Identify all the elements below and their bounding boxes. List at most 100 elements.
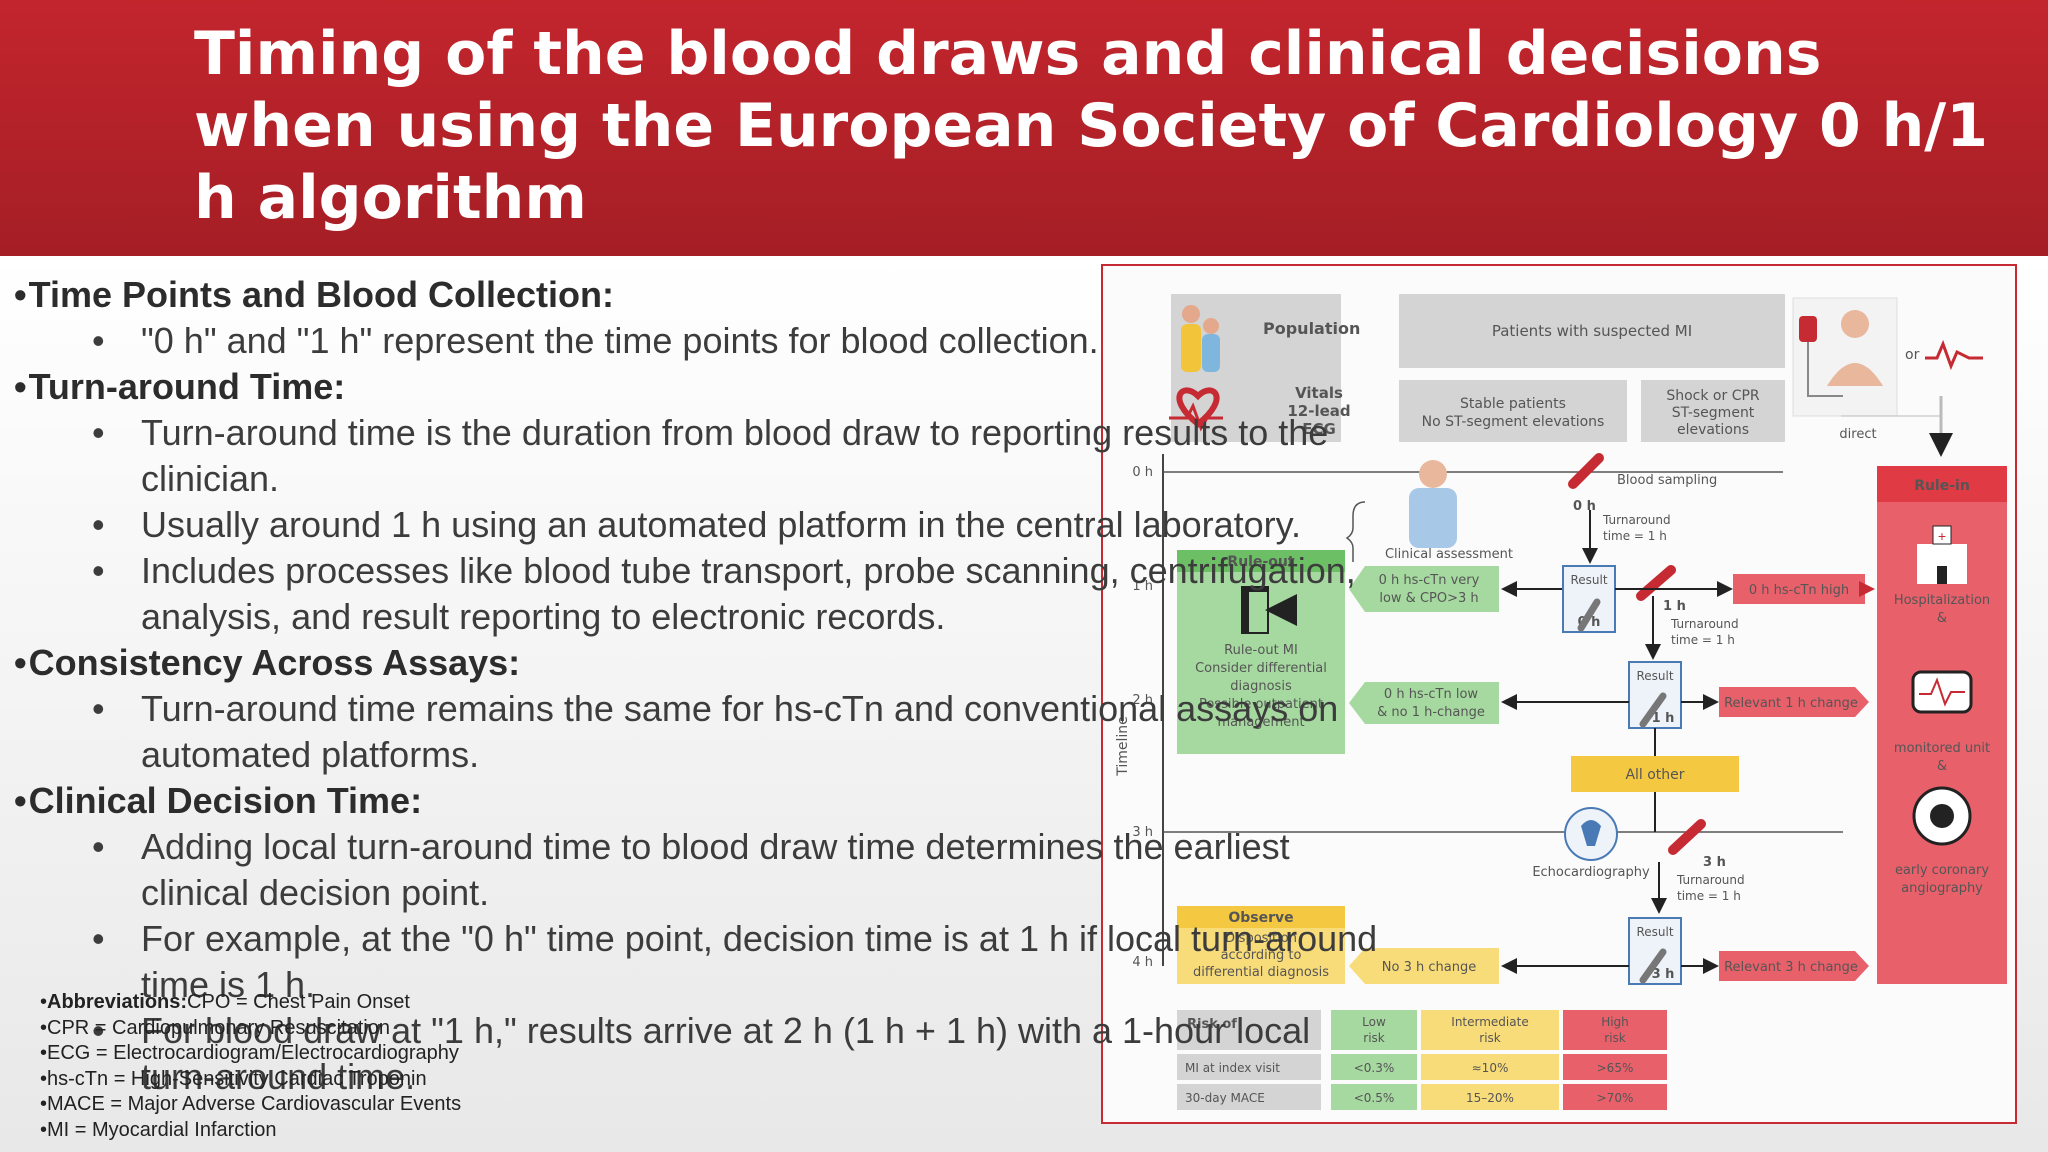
hospital-icon: + (1917, 525, 1967, 584)
bullet-item: •Turn-around time remains the same for h… (92, 688, 1339, 775)
bullet-item: •For blood draw at "1 h," results arrive… (92, 1010, 1311, 1097)
low-no-change-line1: 0 h hs-cTn low (1384, 687, 1479, 702)
abbreviation-item: MACE = Major Adverse Cardiovascular Even… (47, 1093, 462, 1116)
risk-high-line2: risk (1604, 1031, 1626, 1045)
risk-intermediate-line1: Intermediate (1451, 1015, 1528, 1029)
doctor-icon (1409, 460, 1457, 548)
clinical-assessment-label: Clinical assessment (1385, 547, 1513, 562)
shock-line1: Shock or CPR (1666, 388, 1760, 404)
rule-in-header (1877, 466, 2007, 502)
hscTn-high-label: 0 h hs-cTn high (1749, 583, 1849, 598)
bullet-text: Includes processes like blood tube trans… (141, 550, 1356, 637)
echo-label: Echocardiography (1532, 865, 1650, 880)
risk-low-line2: risk (1363, 1031, 1385, 1045)
rule-out-header (1177, 550, 1345, 572)
risk-row-mace-label-cell (1177, 1084, 1321, 1110)
mark-3h: 3 h (1703, 855, 1726, 870)
angiography-line2: angiography (1901, 881, 1983, 896)
relevant-3h-label: Relevant 3 h change (1724, 960, 1858, 975)
hospitalization-line2: & (1937, 611, 1947, 626)
bullet-item: •For example, at the "0 h" time point, d… (92, 918, 1378, 1005)
title-bar: Timing of the blood draws and clinical d… (0, 0, 2048, 256)
turnaround-3a: Turnaround (1676, 873, 1745, 887)
algorithm-figure: Population Patients with suspected MI Vi… (1101, 264, 2017, 1124)
population-icon (1181, 305, 1220, 372)
result-1h-box (1628, 661, 1682, 729)
monitored-line1: monitored unit (1894, 741, 1990, 756)
observe-header (1177, 906, 1345, 928)
result-1h-time: 1 h (1652, 711, 1675, 726)
section-heading-text: Time Points and Blood Collection: (28, 274, 614, 315)
all-other-box (1571, 756, 1739, 792)
rule-out-text-5: management (1217, 715, 1304, 730)
rule-out-text-2: Consider differential (1195, 661, 1327, 676)
risk-intermediate-header (1421, 1010, 1559, 1050)
vitals-line3: ECG (1302, 420, 1336, 438)
risk-mace-low: <0.5% (1354, 1091, 1395, 1105)
very-low-arrow (1349, 566, 1499, 612)
turnaround-1a: Turnaround (1602, 513, 1671, 527)
section-heading-text: Turn-around Time: (28, 366, 346, 407)
patients-label: Patients with suspected MI (1492, 322, 1692, 340)
abbreviation-item: CPO = Chest Pain Onset (187, 991, 410, 1013)
patient-icon (1799, 310, 1883, 397)
bullet-text: Usually around 1 h using an automated pl… (141, 504, 1301, 545)
relevant-3h-arrow (1719, 951, 1869, 981)
stable-line1: Stable patients (1460, 396, 1566, 412)
timeline-label: Timeline (1115, 716, 1131, 777)
time-2h: 2 h (1132, 693, 1153, 708)
abbreviation-line: •MI = Myocardial Infarction (40, 1118, 277, 1141)
time-3h: 3 h (1132, 825, 1153, 840)
bullet-item: •Includes processes like blood tube tran… (92, 550, 1356, 637)
rule-out-text-4: Possible outpatient (1199, 697, 1323, 712)
bullet-item: •Turn-around time is the duration from b… (92, 412, 1329, 499)
risk-low-line1: Low (1362, 1015, 1386, 1029)
angiography-line1: early coronary (1895, 863, 1989, 878)
section-heading: •Clinical Decision Time: (14, 780, 423, 821)
abbreviation-item: hs-cTn = High-Sensitivity Cardiac Tropon… (47, 1067, 427, 1090)
bullet-item: •"0 h" and "1 h" represent the time poin… (92, 320, 1099, 361)
population-label: Population (1263, 319, 1360, 338)
bullet-text: Adding local turn-around time to blood d… (141, 826, 1290, 913)
risk-low-header (1331, 1010, 1417, 1050)
blood-tube-0h-icon (1568, 453, 1604, 489)
bullet-text: "0 h" and "1 h" represent the time point… (141, 320, 1099, 361)
abbreviations-heading: Abbreviations: (47, 991, 188, 1013)
monitored-line2: & (1937, 759, 1947, 774)
observe-box (1177, 928, 1345, 984)
risk-row-mace-label: 30-day MACE (1185, 1091, 1265, 1105)
stable-line2: No ST-segment elevations (1422, 414, 1605, 430)
bullet-text: For blood draw at "1 h," results arrive … (141, 1010, 1311, 1097)
blood-sampling-label: Blood sampling (1617, 473, 1717, 488)
slide-title: Timing of the blood draws and clinical d… (194, 19, 1988, 233)
section-heading: •Turn-around Time: (14, 366, 346, 407)
risk-mace-high: >70% (1597, 1091, 1634, 1105)
time-4h: 4 h (1132, 955, 1153, 970)
abbreviation-item: CPR = Cardiopulmonary Resuscitation (47, 1016, 390, 1039)
abbreviation-line: •CPR = Cardiopulmonary Resuscitation (40, 1016, 390, 1039)
svg-text:+: + (1938, 528, 1946, 544)
exit-door-icon (1241, 586, 1297, 634)
section-heading-text: Consistency Across Assays: (28, 642, 521, 683)
hospitalization-line1: Hospitalization (1894, 593, 1990, 608)
observe-label: Observe (1228, 910, 1293, 926)
risk-of-label: Risk of (1187, 1017, 1237, 1032)
risk-mi-low: <0.3% (1354, 1061, 1395, 1075)
stable-box (1399, 380, 1627, 442)
all-other-label: All other (1625, 767, 1684, 783)
section-heading: •Consistency Across Assays: (14, 642, 521, 683)
turnaround-3b: time = 1 h (1677, 889, 1741, 903)
no-3h-change-label: No 3 h change (1382, 960, 1476, 975)
or-label: or (1905, 347, 1920, 363)
risk-row-mi-label: MI at index visit (1185, 1061, 1280, 1075)
rule-out-text-1: Rule-out MI (1224, 643, 1298, 658)
bullet-text: Turn-around time remains the same for hs… (141, 688, 1339, 775)
very-low-line2: low & CPO>3 h (1379, 591, 1478, 606)
very-low-line1: 0 h hs-cTn very (1379, 573, 1480, 588)
low-no-change-arrow (1349, 682, 1499, 724)
risk-intermediate-line2: risk (1479, 1031, 1501, 1045)
abbreviation-item: MI = Myocardial Infarction (47, 1118, 277, 1141)
turnaround-2a: Turnaround (1670, 617, 1739, 631)
result-3h-time: 3 h (1652, 967, 1675, 982)
disposition-line1: Disposition (1225, 931, 1297, 946)
